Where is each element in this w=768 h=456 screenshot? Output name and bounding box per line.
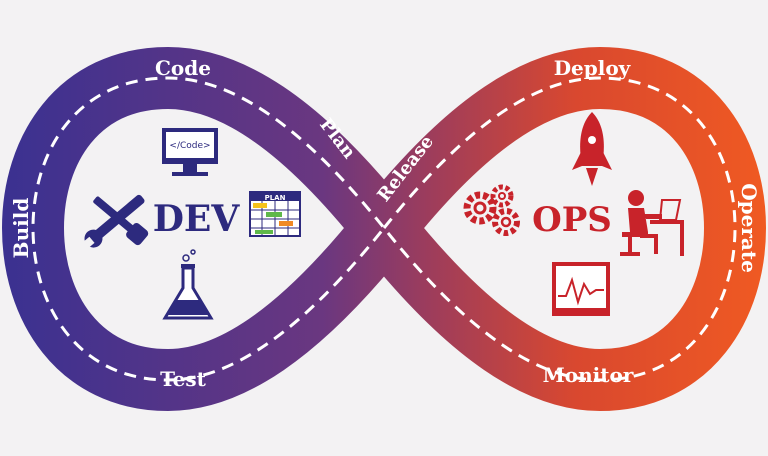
rocket-icon <box>572 112 612 186</box>
tools-icon <box>83 194 149 249</box>
stage-label-deploy: Deploy <box>554 56 632 80</box>
plan-board-text: PLAN <box>265 194 286 202</box>
stage-label-code: Code <box>155 56 211 80</box>
stage-label-test: Test <box>160 367 207 391</box>
dashed-track <box>31 76 737 382</box>
monitor-chart-icon <box>552 262 610 316</box>
stage-label-build: Build <box>9 198 33 259</box>
stage-label-operate: Operate <box>737 183 761 273</box>
gears-icon <box>463 184 520 236</box>
stage-label-monitor: Monitor <box>543 363 634 387</box>
worker-desk-icon <box>620 190 684 256</box>
flask-icon <box>162 249 214 320</box>
ops-label: OPS <box>532 200 612 240</box>
computer-code-icon: </Code> <box>162 128 218 176</box>
dev-label: DEV <box>153 198 241 240</box>
plan-board-icon: PLAN <box>249 191 301 237</box>
computer-code-text: </Code> <box>169 141 210 151</box>
